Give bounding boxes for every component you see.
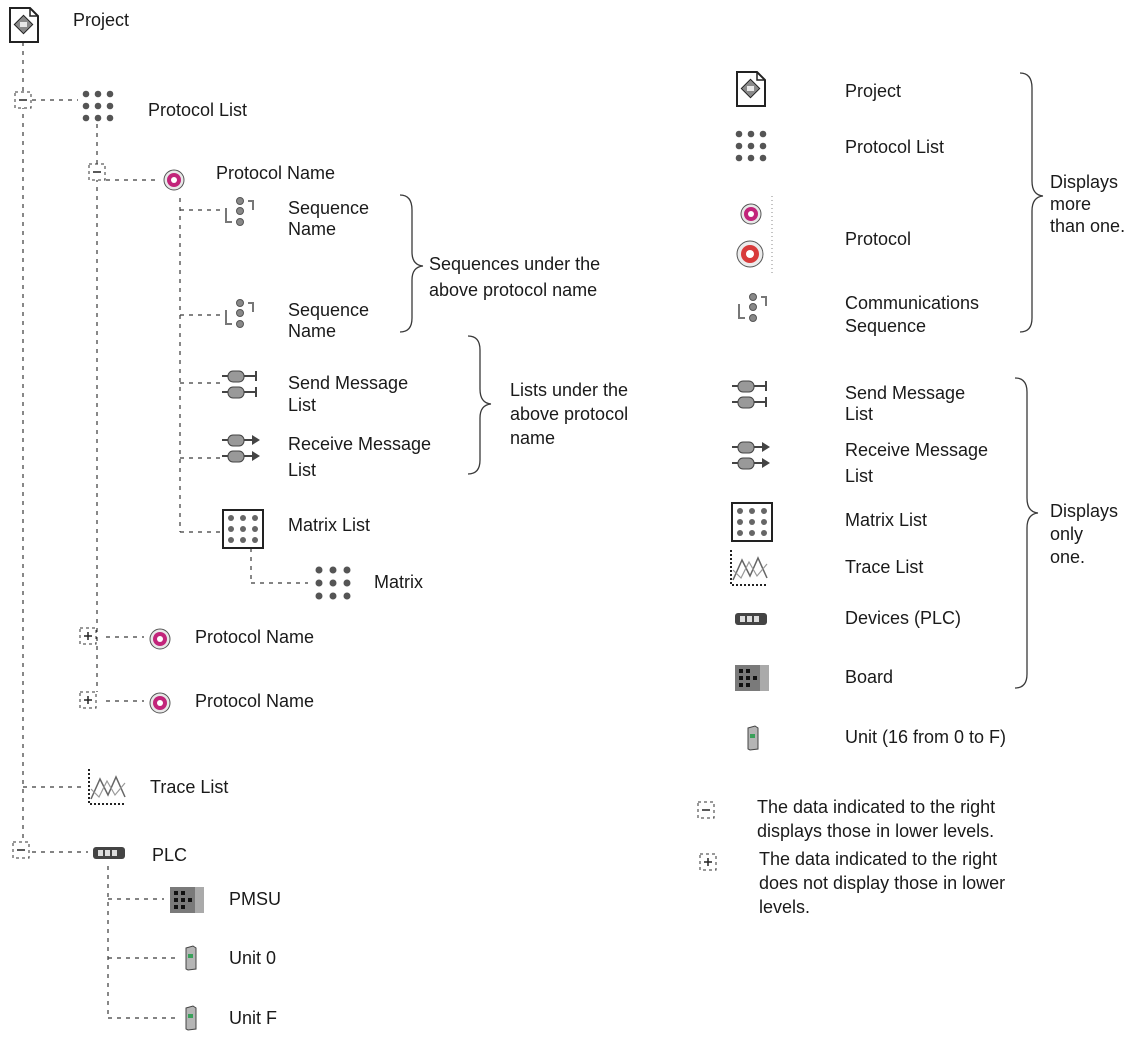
group-label-more-line3: than one.	[1050, 216, 1126, 236]
group-label-only-line3: one.	[1050, 547, 1086, 567]
note-collapsed: The data indicated to the right	[759, 849, 998, 869]
plc-device-icon	[734, 612, 768, 626]
board-icon	[169, 886, 205, 914]
send-message-list-icon	[222, 368, 264, 402]
legend-label-devices-plc: Devices (PLC)	[845, 608, 962, 628]
tree-label-plc[interactable]: PLC	[152, 845, 188, 865]
unit-icon	[184, 1005, 198, 1031]
protocol-icon	[149, 692, 171, 714]
legend-label-unit: Unit (16 from 0 to F)	[845, 727, 1007, 747]
annotation-lists: Lists under the	[510, 380, 629, 400]
tree-label-receive-message-list[interactable]: Receive Message	[288, 434, 432, 454]
annotation-sequences-line2: above protocol name	[429, 280, 598, 300]
protocol-list-icon	[80, 88, 116, 124]
matrix-list-icon	[731, 502, 773, 542]
note-expanded-line2: displays those in lower levels.	[757, 821, 995, 841]
note-expanded: The data indicated to the right	[757, 797, 996, 817]
protocol-icon	[163, 169, 185, 191]
tree-label-receive-message-list-line2: List	[288, 460, 317, 480]
tree-label-project[interactable]: Project	[73, 10, 130, 30]
tree-label-sequence[interactable]: Sequence	[288, 300, 370, 320]
tree-label-protocol-name[interactable]: Protocol Name	[195, 691, 315, 711]
tree-label-matrix-list[interactable]: Matrix List	[288, 515, 371, 535]
legend-label-send-message-list-line2: List	[845, 404, 874, 424]
tree-label-protocol-list[interactable]: Protocol List	[148, 100, 248, 120]
matrix-icon	[313, 564, 353, 602]
collapse-toggle[interactable]	[14, 91, 32, 109]
collapse-toggle[interactable]	[12, 841, 30, 859]
project-icon	[735, 70, 767, 108]
sequence-icon	[222, 196, 258, 228]
note-collapsed-line3: levels.	[759, 897, 811, 917]
legend-label-trace-list: Trace List	[845, 557, 924, 577]
expand-toggle[interactable]	[79, 691, 97, 709]
trace-list-icon	[728, 548, 770, 588]
matrix-list-icon	[222, 509, 264, 549]
tree-label-matrix[interactable]: Matrix	[374, 572, 423, 592]
legend-label-board: Board	[845, 667, 894, 687]
receive-message-list-icon	[732, 439, 774, 473]
legend-label-protocol: Protocol	[845, 229, 912, 249]
trace-list-icon	[86, 767, 128, 807]
legend-label-communications-sequence: Communications	[845, 293, 980, 313]
note-collapsed-line2: does not display those in lower	[759, 873, 1006, 893]
protocol-icon	[736, 240, 764, 268]
tree-label-sequence-line2: Name	[288, 321, 337, 341]
expand-toggle-sample	[699, 853, 717, 871]
legend-label-protocol-list: Protocol List	[845, 137, 945, 157]
group-label-only-line2: only	[1050, 524, 1084, 544]
tree-label-unit-f[interactable]: Unit F	[229, 1008, 278, 1028]
legend-label-send-message-list: Send Message	[845, 383, 966, 403]
tree-label-unit-0[interactable]: Unit 0	[229, 948, 277, 968]
protocol-list-icon	[733, 128, 769, 164]
collapse-toggle-sample	[697, 801, 715, 819]
tree-label-sequence[interactable]: Sequence	[288, 198, 370, 218]
unit-icon	[746, 725, 760, 751]
collapse-toggle[interactable]	[88, 163, 106, 181]
tree-label-trace-list[interactable]: Trace List	[150, 777, 229, 797]
legend-label-communications-sequence-line2: Sequence	[845, 316, 927, 336]
group-label-more: Displays	[1050, 172, 1119, 192]
legend-label-project: Project	[845, 81, 902, 101]
receive-message-list-icon	[222, 432, 264, 466]
protocol-icon	[149, 628, 171, 650]
protocol-icon	[740, 203, 762, 225]
send-message-list-icon	[732, 378, 774, 412]
tree-label-protocol-name[interactable]: Protocol Name	[195, 627, 315, 647]
group-label-only: Displays	[1050, 501, 1119, 521]
tree-label-send-message-list[interactable]: Send Message	[288, 373, 409, 393]
annotation-sequences: Sequences under the	[429, 254, 601, 274]
annotation-lists-line2: above protocol	[510, 404, 629, 424]
legend-label-receive-message-list: Receive Message	[845, 440, 989, 460]
annotation-lists-line3: name	[510, 428, 556, 448]
tree-label-pmsu[interactable]: PMSU	[229, 889, 282, 909]
board-icon	[734, 664, 770, 692]
group-label-more-line2: more	[1050, 194, 1092, 214]
project-icon	[8, 6, 40, 44]
unit-icon	[184, 945, 198, 971]
expand-toggle[interactable]	[79, 627, 97, 645]
sequence-icon	[735, 292, 771, 324]
legend-label-receive-message-list-line2: List	[845, 466, 874, 486]
legend-label-matrix-list: Matrix List	[845, 510, 928, 530]
plc-device-icon	[92, 846, 126, 860]
tree-label-send-message-list-line2: List	[288, 395, 317, 415]
sequence-icon	[222, 298, 258, 330]
tree-label-sequence-line2: Name	[288, 219, 337, 239]
tree-label-protocol-name[interactable]: Protocol Name	[216, 163, 336, 183]
